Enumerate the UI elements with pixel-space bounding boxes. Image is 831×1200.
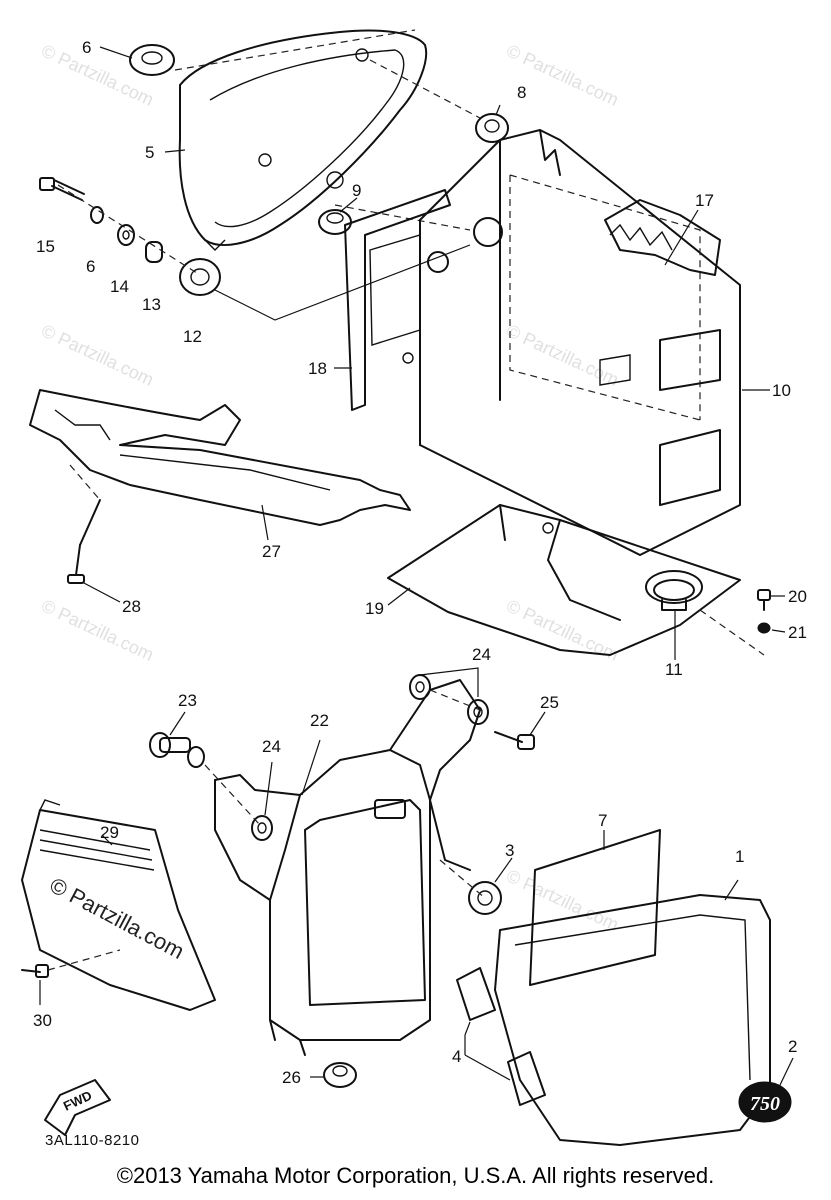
part-12-grommet — [179, 258, 221, 296]
part-24-washer — [467, 699, 489, 725]
watermark: © Partzilla.com — [503, 320, 621, 389]
part-27-bracket — [29, 389, 411, 526]
callout-11: 11 — [665, 660, 683, 679]
part-28-bolt — [67, 499, 101, 584]
diagram-code: 3AL110-8210 — [45, 1132, 139, 1149]
part-6-collar — [90, 206, 104, 224]
part-21-nut — [757, 622, 771, 634]
callout-13: 13 — [142, 295, 161, 314]
callout-8: 8 — [517, 83, 526, 102]
callout-18: 18 — [308, 359, 327, 378]
callout-28: 28 — [122, 597, 141, 616]
callout-19: 19 — [365, 599, 384, 618]
callout-14: 14 — [110, 277, 129, 296]
callout-24-left: 24 — [262, 737, 281, 756]
watermark: © Partzilla.com — [503, 865, 621, 934]
part-26-grommet — [323, 1062, 357, 1088]
callout-30: 30 — [33, 1011, 52, 1030]
part-5-side-cover-upper — [178, 29, 428, 251]
callout-22: 22 — [310, 711, 329, 730]
watermark-center: © Partzilla.com — [46, 872, 189, 964]
part-2-emblem: 750 — [738, 1081, 792, 1123]
part-22-bracket — [389, 679, 481, 871]
callout-3: 3 — [505, 841, 514, 860]
callout-4: 4 — [452, 1047, 461, 1066]
part-17-cutaway — [604, 199, 721, 276]
callout-29: 29 — [100, 823, 119, 842]
part-25-bolt — [494, 731, 535, 750]
part-30-bolt — [21, 964, 49, 978]
part-20-screw — [757, 589, 771, 611]
callout-23: 23 — [178, 691, 197, 710]
callout-10: 10 — [772, 381, 791, 400]
part-23-bolt — [149, 732, 205, 768]
watermark: © Partzilla.com — [38, 40, 156, 109]
part-24-washer — [251, 815, 273, 841]
callout-27: 27 — [262, 542, 281, 561]
part-29-side-panel — [21, 799, 216, 1011]
part-7-plate — [529, 829, 661, 986]
callout-9: 9 — [352, 181, 361, 200]
callout-6: 6 — [82, 38, 91, 57]
part-15-bolt — [39, 177, 85, 201]
part-11-grommet — [645, 570, 703, 611]
callout-5: 5 — [145, 143, 154, 162]
callout-12: 12 — [183, 327, 202, 346]
part-18-bracket — [344, 189, 451, 411]
callout-21: 21 — [788, 623, 807, 642]
callout-2: 2 — [788, 1037, 797, 1056]
part-4-pad — [456, 967, 496, 1021]
part-3-grommet — [468, 881, 502, 915]
callout-25: 25 — [540, 693, 559, 712]
callout-24-top: 24 — [472, 645, 491, 664]
part-1-side-cover — [494, 894, 771, 1146]
leader-lines — [39, 46, 794, 1086]
copyright-notice: ©2013 Yamaha Motor Corporation, U.S.A. A… — [116, 1163, 715, 1188]
part-13-spacer — [145, 241, 163, 263]
emblem-text: 750 — [750, 1093, 780, 1115]
callout-numbers: 6 5 8 9 15 6 14 13 12 17 18 10 27 28 19 … — [33, 38, 807, 1087]
part-4-pad — [507, 1051, 546, 1106]
callout-20: 20 — [788, 587, 807, 606]
callout-17: 17 — [695, 191, 714, 210]
part-6-grommet — [129, 44, 175, 76]
part-14-washer — [117, 224, 135, 246]
callout-7: 7 — [598, 811, 607, 830]
part-8-grommet — [475, 113, 509, 143]
fwd-arrow-icon: FWD — [44, 1079, 111, 1136]
watermark: © Partzilla.com — [38, 320, 156, 389]
callout-6-collar: 6 — [86, 257, 95, 276]
callout-26: 26 — [282, 1068, 301, 1087]
part-19-tray — [387, 504, 741, 656]
callout-1: 1 — [735, 847, 744, 866]
part-22-case — [214, 749, 431, 1056]
part-24-washer — [409, 674, 431, 700]
callout-15: 15 — [36, 237, 55, 256]
part-10-battery-box — [419, 129, 741, 556]
